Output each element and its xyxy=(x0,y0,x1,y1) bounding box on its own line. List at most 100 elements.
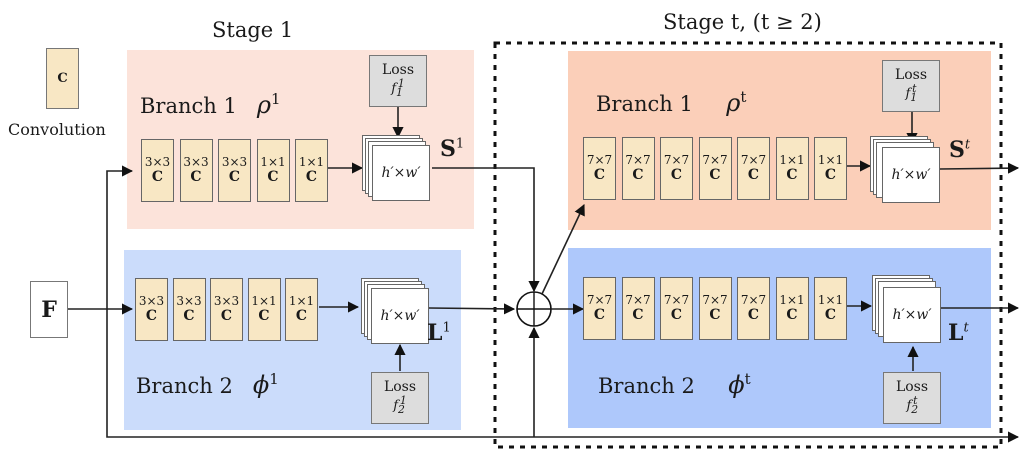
kernel-size: 1×1 xyxy=(260,154,286,169)
conv-symbol: C xyxy=(670,167,683,184)
conv-symbol: C xyxy=(593,167,606,184)
input-F-box: F xyxy=(30,281,68,338)
kernel-size: 1×1 xyxy=(817,152,844,167)
conv-symbol: C xyxy=(305,169,318,186)
kernel-size: 7×7 xyxy=(663,292,690,307)
wire-St-out xyxy=(939,162,1020,174)
legend-conv-block: C xyxy=(46,48,79,109)
kernel-size: 3×3 xyxy=(176,293,202,308)
conv-symbol: C xyxy=(220,308,233,325)
wire-concat-to-stageT-branch1 xyxy=(541,203,585,295)
conv-symbol: C xyxy=(747,167,760,184)
stageT-title: Stage t, (t ≥ 2) xyxy=(663,10,822,34)
kernel-size: 7×7 xyxy=(740,152,767,167)
kernel-size: 3×3 xyxy=(144,154,171,169)
kernel-size: 7×7 xyxy=(702,292,728,307)
conv-symbol: C xyxy=(632,307,644,324)
conv-symbol: C xyxy=(228,169,241,186)
stageT-dashed-frame xyxy=(493,41,1003,449)
wire-F-to-branch1 xyxy=(106,165,134,309)
conv-symbol: C xyxy=(593,307,606,324)
conv-symbol: C xyxy=(670,307,683,324)
branch-name: Branch 1 xyxy=(596,92,693,116)
kernel-size: 3×3 xyxy=(138,293,165,308)
conv-symbol: C xyxy=(747,307,760,324)
conv-symbol: C xyxy=(709,307,721,324)
kernel-size: 3×3 xyxy=(221,154,248,169)
kernel-size: 7×7 xyxy=(663,152,690,167)
kernel-size: 1×1 xyxy=(779,292,805,307)
wire-F-bottom-bus xyxy=(106,309,1020,443)
conv-symbol: C xyxy=(824,307,837,324)
conv-symbol: C xyxy=(145,308,158,325)
kernel-size: 7×7 xyxy=(586,292,613,307)
kernel-size: 7×7 xyxy=(740,292,767,307)
kernel-size: 7×7 xyxy=(625,292,651,307)
kernel-size: 3×3 xyxy=(213,293,240,308)
output-S1-label: S1 xyxy=(440,136,465,162)
stage1-title: Stage 1 xyxy=(212,18,294,42)
kernel-size: 7×7 xyxy=(625,152,651,167)
kernel-size: 1×1 xyxy=(817,292,844,307)
branch-symbol: ρt xyxy=(726,88,747,117)
wire-S1-to-concat xyxy=(432,167,540,293)
kernel-size: 1×1 xyxy=(251,293,277,308)
output-St-label: St xyxy=(949,137,971,163)
branch-symbol: ρ1 xyxy=(256,90,281,119)
branch-symbol: ϕt xyxy=(728,370,751,399)
kernel-size: 1×1 xyxy=(298,154,325,169)
conv-symbol: C xyxy=(151,169,164,186)
stageT-branch1-loss-box: Loss f1t xyxy=(882,60,940,112)
stage1-branch2-label: Branch 2 ϕ1 xyxy=(136,370,279,399)
kernel-size: 1×1 xyxy=(288,293,315,308)
output-Lt-label: Lt xyxy=(948,320,969,346)
wire-L1-to-concat xyxy=(428,303,516,315)
branch-name: Branch 2 xyxy=(598,374,695,398)
branch-symbol: ϕ1 xyxy=(252,370,279,399)
stage1-branch1-loss-box: Loss f11 xyxy=(369,55,427,107)
kernel-size: 7×7 xyxy=(586,152,613,167)
conv-symbol: C xyxy=(258,308,270,325)
conv-symbol: C xyxy=(190,169,202,186)
kernel-size: 1×1 xyxy=(779,152,805,167)
conv-symbol: C xyxy=(786,307,798,324)
stage1-branch2-loss-box: Loss f21 xyxy=(371,372,429,424)
output-L1-label: L1 xyxy=(427,320,451,346)
branch-name: Branch 1 xyxy=(140,94,237,118)
stage1-branch1-label: Branch 1 ρ1 xyxy=(140,90,281,119)
conv-symbol: C xyxy=(824,167,837,184)
legend-label: Convolution xyxy=(8,120,106,139)
conv-symbol: C xyxy=(632,167,644,184)
stageT-branch2-loss-box: Loss f2t xyxy=(883,372,941,424)
stageT-branch1-label: Branch 1 ρt xyxy=(596,88,746,117)
conv-symbol: C xyxy=(709,167,721,184)
kernel-size: 3×3 xyxy=(183,154,209,169)
stageT-branch2-label: Branch 2 ϕt xyxy=(598,370,751,399)
conv-symbol: C xyxy=(786,167,798,184)
